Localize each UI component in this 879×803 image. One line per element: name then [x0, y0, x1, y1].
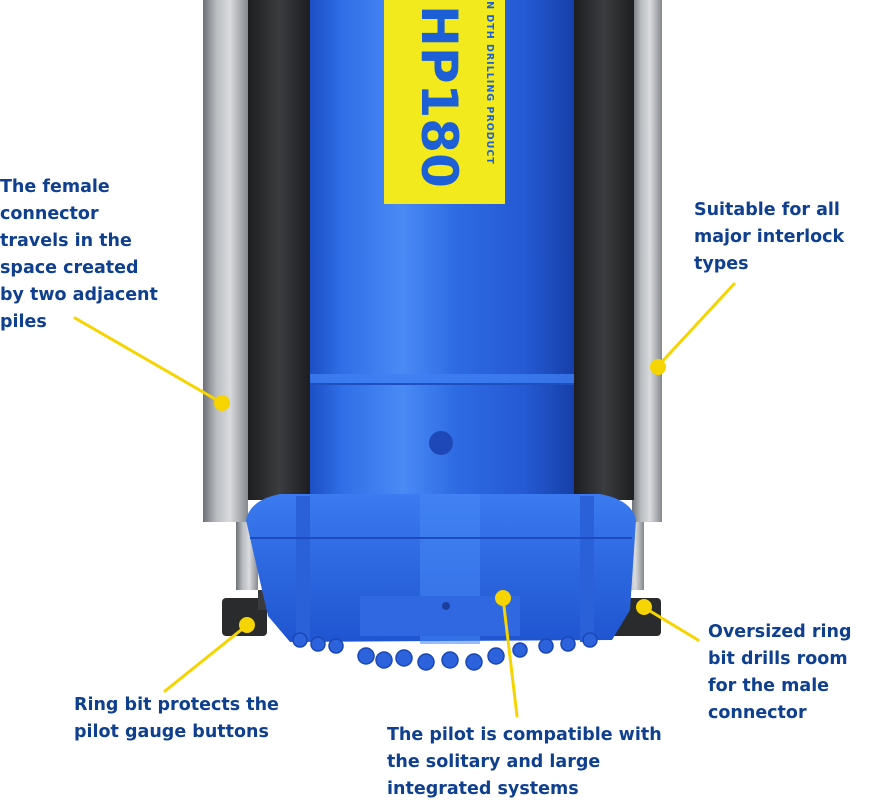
dot-ring-bit-protects — [239, 617, 255, 633]
callout-female-connector: The female connector travels in the spac… — [0, 174, 158, 336]
callout-line: The female — [0, 177, 110, 197]
bit-face-block — [360, 596, 520, 636]
leader-ring-bit-protects — [163, 624, 248, 693]
callout-line: integrated systems — [387, 779, 579, 799]
callout-line: major interlock — [694, 227, 845, 247]
callout-line: Oversized ring — [708, 622, 852, 642]
product-band — [384, 0, 505, 204]
callout-line: connector — [0, 204, 99, 224]
dot-pilot — [495, 590, 511, 606]
body-ring — [310, 374, 574, 384]
right-casing-wall — [632, 0, 662, 522]
callout-oversized-ring: Oversized ring bit drills room for the m… — [708, 619, 852, 727]
leader-oversized — [643, 606, 700, 642]
bit-flute-left — [296, 496, 310, 642]
bit-hole — [442, 602, 450, 610]
callout-line: pilot gauge buttons — [74, 722, 269, 742]
callout-ring-bit-protects: Ring bit protects the pilot gauge button… — [74, 692, 279, 746]
left-casing-wall — [203, 0, 248, 522]
callout-leaders — [73, 282, 736, 718]
callout-line: by two adjacent — [0, 285, 158, 305]
dot-female-connector — [214, 395, 230, 411]
callout-line: space created — [0, 258, 139, 278]
bit-flute-right — [580, 496, 594, 642]
callout-dots — [214, 359, 666, 633]
leader-pilot — [501, 596, 519, 718]
left-dark-liner — [248, 0, 310, 500]
callout-line: Suitable for all — [694, 200, 840, 220]
product-band-text: ON DTH DRILLING PRODUCT — [484, 0, 495, 165]
callout-line: travels in the — [0, 231, 132, 251]
callout-line: The pilot is compatible with — [387, 725, 662, 745]
leader-interlock — [656, 282, 736, 368]
callout-pilot-compatible: The pilot is compatible with the solitar… — [387, 722, 662, 803]
callout-line: types — [694, 254, 749, 274]
ring-bit-left — [222, 598, 267, 636]
callout-line: for the male — [708, 676, 830, 696]
callout-line: Ring bit protects the — [74, 695, 279, 715]
dot-interlock — [650, 359, 666, 375]
body-port — [429, 431, 453, 455]
callout-interlock: Suitable for all major interlock types — [694, 197, 844, 278]
dot-oversized — [636, 599, 652, 615]
callout-line: the solitary and large — [387, 752, 601, 772]
pilot-gauge-buttons — [292, 632, 598, 671]
callout-line: bit drills room — [708, 649, 848, 669]
leader-female-connector — [73, 316, 224, 405]
callout-line: connector — [708, 703, 807, 723]
callout-line: piles — [0, 312, 47, 332]
right-dark-liner — [574, 0, 634, 500]
product-model: HP180 — [410, 5, 468, 188]
